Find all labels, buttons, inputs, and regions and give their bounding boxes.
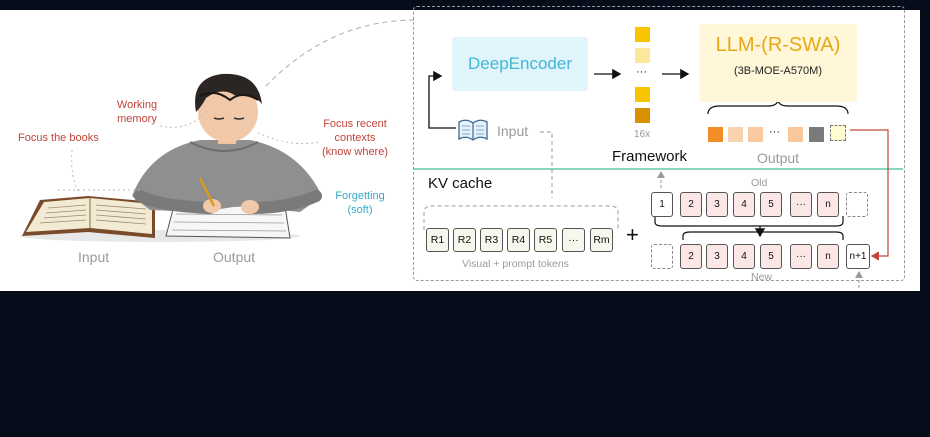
forgetting-label: Forgetting (soft) [330,189,390,217]
output-ellipsis: ··· [769,126,780,138]
old-label: Old [751,177,768,189]
token-ellipsis: ··· [636,66,647,78]
new-token: 2 [680,244,702,269]
plus-sign: + [626,222,639,247]
old-token: 3 [706,192,728,217]
token-2 [635,48,650,63]
framework-output-label: Output [757,150,800,166]
output-token-2 [728,127,743,142]
forgetting-line1: Forgetting [335,190,385,202]
token-1 [635,27,650,42]
llm-title: LLM-(R-SWA) [715,34,841,56]
prompt-tokens-caption: Visual + prompt tokens [462,258,569,270]
focus-recent-line3: (know where) [321,146,389,158]
output-token-1 [708,127,723,142]
prompt-token: R4 [507,228,530,252]
kv-cache-title: KV cache [428,175,493,192]
llm-subtitle: (3B-MOE-A570M) [733,65,823,77]
output-token-4 [788,127,803,142]
focus-books-label: Focus the books [18,132,99,144]
focus-recent-line1: Focus recent [323,118,387,130]
focus-recent-label: Focus recent contexts (know where) [316,117,394,159]
token-count-label: 16x [634,129,651,140]
old-token: 2 [680,192,702,217]
working-memory-line1: Working [116,99,158,111]
old-token-empty-slot [846,192,868,217]
new-token-last: n+1 [846,244,870,269]
new-token: 5 [760,244,782,269]
new-token: 3 [706,244,728,269]
output-token-3 [748,127,763,142]
prompt-token: R1 [426,228,449,252]
old-token: 5 [760,192,782,217]
prompt-token: R5 [534,228,557,252]
token-4 [635,108,650,123]
new-label: New [751,271,773,283]
old-token: n [817,192,839,217]
llm-box: LLM-(R-SWA) (3B-MOE-A570M) [699,24,857,102]
left-input-label: Input [78,249,110,265]
old-token: ··· [790,192,812,217]
framework-input-label: Input [497,123,529,139]
working-memory-line2: memory [117,113,157,125]
framework-title: Framework [612,148,688,165]
framework-frame [413,6,905,281]
prompt-token: R2 [453,228,476,252]
focus-recent-line2: contexts [334,132,376,144]
book-icon [456,117,490,143]
old-token: 1 [651,192,673,217]
token-3 [635,87,650,102]
left-output-label: Output [213,249,256,265]
old-token: 4 [733,192,755,217]
prompt-token: Rm [590,228,613,252]
working-memory-label: Working memory [115,98,159,126]
prompt-token: ··· [562,228,585,252]
deep-encoder-box: DeepEncoder [452,37,588,91]
forgetting-line2: (soft) [347,204,373,216]
new-token: 4 [733,244,755,269]
prompt-token: R3 [480,228,503,252]
new-token: n [817,244,839,269]
output-token-6 [830,125,846,141]
new-token-empty-slot [651,244,673,269]
new-token: ··· [790,244,812,269]
output-token-5 [809,127,824,142]
